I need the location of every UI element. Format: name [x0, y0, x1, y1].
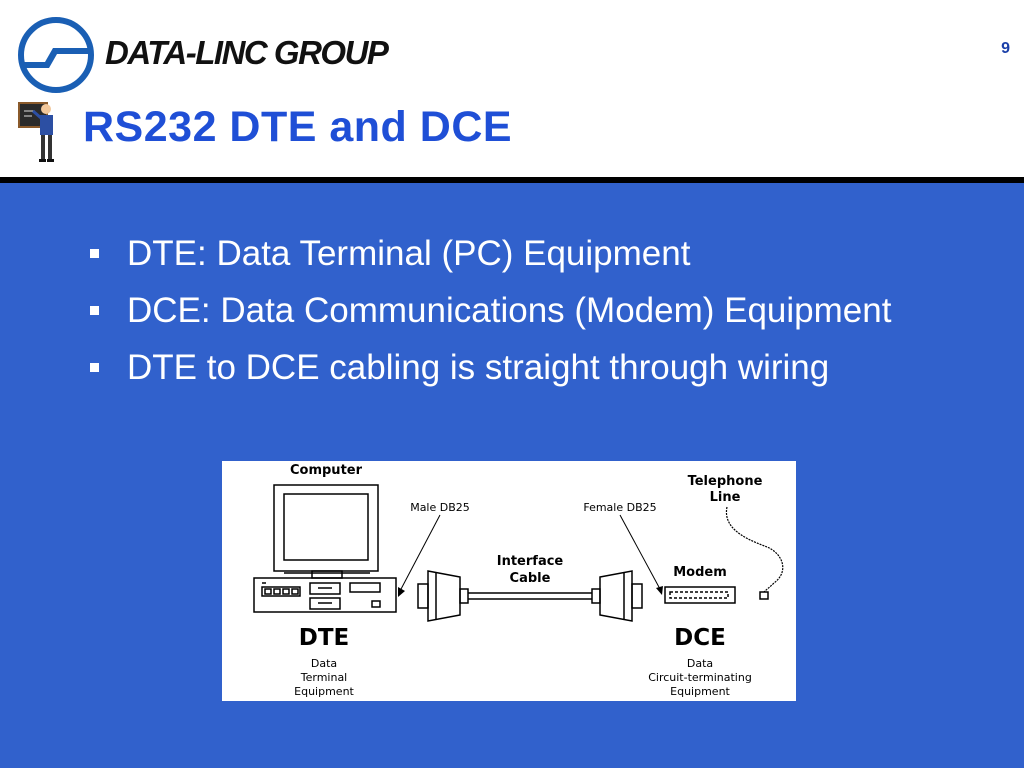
header-divider: [0, 177, 1024, 183]
monitor-icon: [273, 484, 379, 579]
dte-dce-diagram: Computer Telephone Line Male DB25 Female…: [222, 461, 796, 701]
female-db25-connector-icon: [591, 570, 643, 622]
square-bullet-icon: [90, 363, 99, 372]
male-db25-connector-icon: [417, 570, 469, 622]
modem-label: Modem: [673, 565, 727, 580]
male-db25-label: Male DB25: [410, 501, 470, 514]
male-pointer-line: [399, 514, 441, 592]
computer-case-icon: [253, 577, 397, 613]
bullet-item: DCE: Data Communications (Modem) Equipme…: [90, 288, 990, 333]
female-pointer-line: [619, 514, 661, 590]
dte-desc-line1: Data: [311, 657, 337, 670]
dce-desc-line3: Equipment: [670, 685, 730, 698]
teacher-at-blackboard-icon: [18, 102, 54, 162]
dce-desc-line1: Data: [687, 657, 713, 670]
bullet-list: DTE: Data Terminal (PC) Equipment DCE: D…: [90, 231, 990, 402]
telephone-line: [725, 506, 784, 593]
company-logo-text: DATA-LINC GROUP: [105, 34, 389, 71]
interface-cable-label-line1: Interface: [497, 554, 564, 569]
dte-desc-line3: Equipment: [294, 685, 354, 698]
slide-body: DTE: Data Terminal (PC) Equipment DCE: D…: [0, 183, 1024, 768]
interface-cable: [468, 592, 592, 600]
dce-title: DCE: [674, 625, 726, 651]
telephone-label-line2: Line: [710, 490, 741, 505]
data-linc-logo-icon: [18, 17, 94, 93]
female-pointer-arrow-icon: [656, 586, 663, 595]
slide-title: RS232 DTE and DCE: [83, 103, 513, 151]
dce-desc-line2: Circuit-terminating: [648, 671, 752, 684]
slide-header: DATA-LINC GROUP 9 RS232 DTE and DCE: [0, 0, 1024, 178]
page-number: 9: [1001, 40, 1010, 57]
male-pointer-arrow-icon: [398, 587, 405, 597]
interface-cable-label-line2: Cable: [510, 571, 551, 586]
diagram-canvas: Computer Telephone Line Male DB25 Female…: [253, 463, 784, 698]
modem-icon: [664, 586, 769, 604]
dte-desc-line2: Terminal: [300, 671, 348, 684]
dte-title: DTE: [299, 625, 350, 651]
computer-label: Computer: [290, 463, 363, 478]
telephone-label-line1: Telephone: [688, 474, 763, 489]
square-bullet-icon: [90, 249, 99, 258]
bullet-item: DTE to DCE cabling is straight through w…: [90, 345, 990, 390]
bullet-item: DTE: Data Terminal (PC) Equipment: [90, 231, 990, 276]
square-bullet-icon: [90, 306, 99, 315]
female-db25-label: Female DB25: [583, 501, 656, 514]
